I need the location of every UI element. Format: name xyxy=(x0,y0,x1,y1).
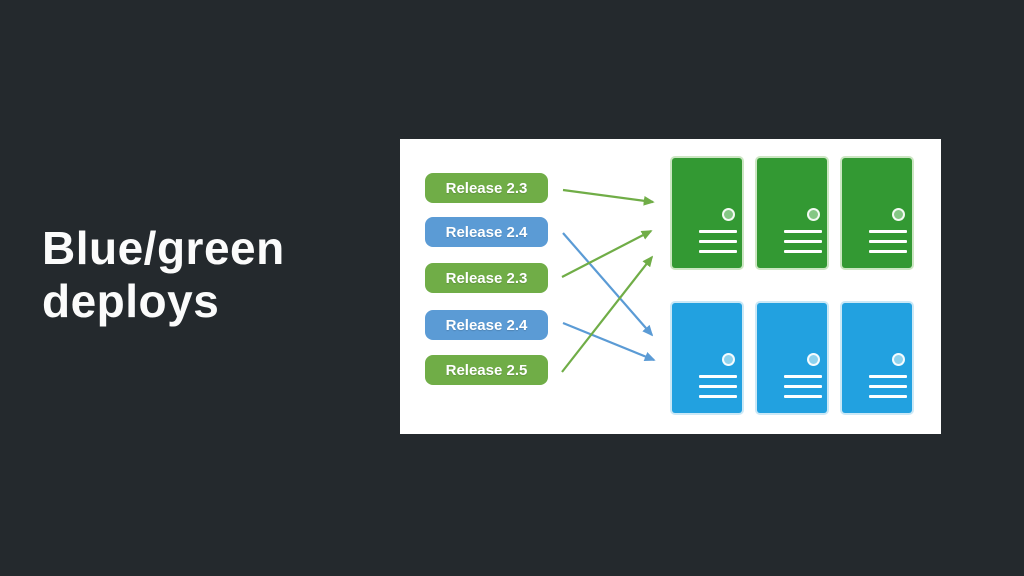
led-indicator-icon xyxy=(722,208,735,221)
release-pill-5: Release 2.5 xyxy=(425,355,548,385)
arrow-release5-to-green xyxy=(561,255,654,373)
led-indicator-icon xyxy=(892,353,905,366)
server-lines-icon xyxy=(699,230,737,260)
arrow-release3-to-green xyxy=(561,230,653,278)
led-indicator-icon xyxy=(807,208,820,221)
arrow-release2-to-blue xyxy=(562,232,654,337)
server-icon-green-1 xyxy=(672,158,742,268)
led-indicator-icon xyxy=(807,353,820,366)
server-icon-green-3 xyxy=(842,158,912,268)
led-indicator-icon xyxy=(722,353,735,366)
server-lines-icon xyxy=(784,375,822,405)
server-lines-icon xyxy=(699,375,737,405)
server-lines-icon xyxy=(869,375,907,405)
release-pill-2: Release 2.4 xyxy=(425,217,548,247)
deployment-diagram-panel: Release 2.3 Release 2.4 Release 2.3 Rele… xyxy=(400,139,941,434)
release-pill-1: Release 2.3 xyxy=(425,173,548,203)
server-lines-icon xyxy=(869,230,907,260)
arrow-release1-to-green xyxy=(562,188,655,206)
server-icon-blue-2 xyxy=(757,303,827,413)
release-pill-4: Release 2.4 xyxy=(425,310,548,340)
slide-title-line-1: Blue/green xyxy=(42,222,285,274)
release-pill-3: Release 2.3 xyxy=(425,263,548,293)
led-indicator-icon xyxy=(892,208,905,221)
server-lines-icon xyxy=(784,230,822,260)
server-icon-blue-3 xyxy=(842,303,912,413)
server-icon-blue-1 xyxy=(672,303,742,413)
slide-title: Blue/green deploys xyxy=(42,222,285,328)
server-icon-green-2 xyxy=(757,158,827,268)
slide-title-line-2: deploys xyxy=(42,275,220,327)
arrow-release4-to-blue xyxy=(562,321,656,362)
